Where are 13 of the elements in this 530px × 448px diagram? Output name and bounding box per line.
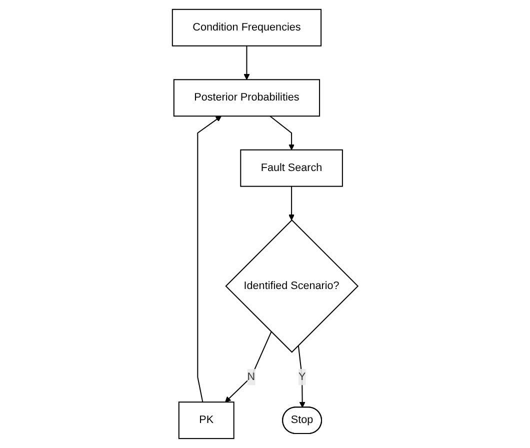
arrow bbox=[270, 116, 294, 150]
edge-label: N bbox=[247, 371, 255, 383]
node-box: Fault Search bbox=[240, 149, 343, 187]
arrow bbox=[197, 116, 222, 402]
node-box: PK bbox=[178, 402, 234, 440]
arrow bbox=[288, 186, 294, 220]
arrow bbox=[224, 332, 272, 402]
arrow bbox=[298, 345, 306, 408]
edge-label: Y bbox=[298, 371, 306, 383]
arrow bbox=[244, 46, 250, 80]
node-diamond: Identified Scenario? bbox=[225, 219, 358, 353]
node-box: Posterior Probabilities bbox=[173, 79, 320, 117]
node-box: Condition Frequencies bbox=[172, 8, 322, 46]
